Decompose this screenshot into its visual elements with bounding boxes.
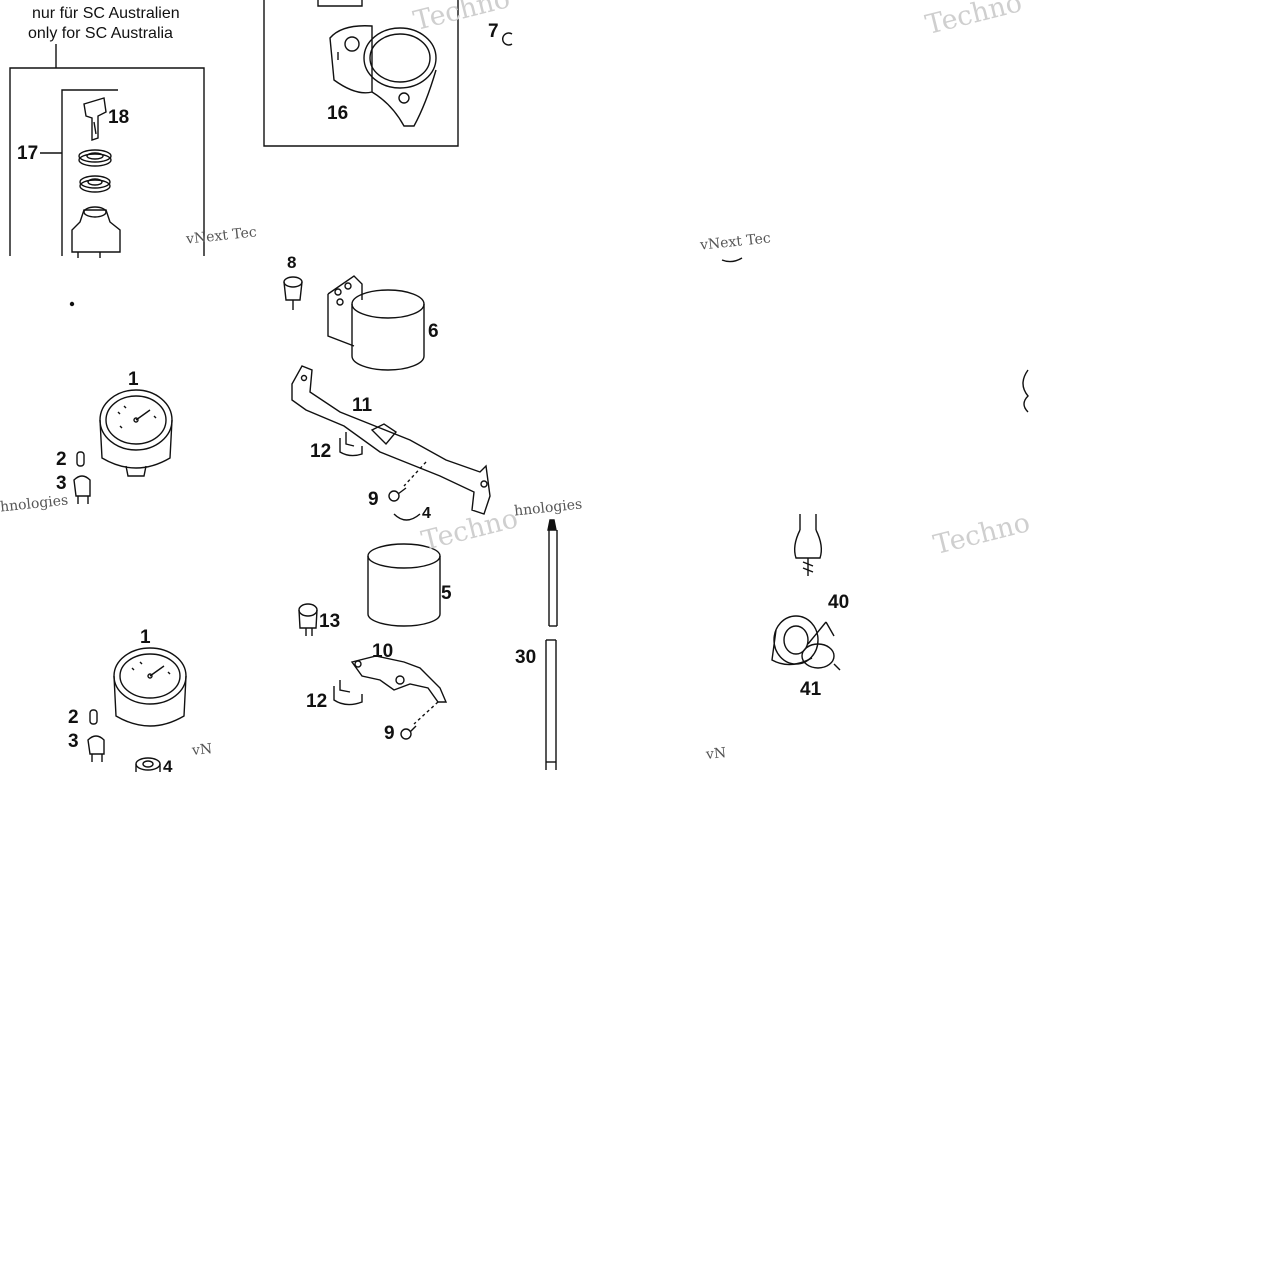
clip-12-lower-drawing <box>333 680 363 706</box>
edge-fragment-2-drawing <box>721 257 743 263</box>
edge-fragment-drawing <box>1022 369 1029 413</box>
label-part-7: 7 <box>488 21 499 42</box>
label-part-1-upper: 1 <box>128 369 139 390</box>
ignition-lock-body-drawing <box>71 206 121 258</box>
label-part-9-lower: 9 <box>384 723 395 744</box>
instrument-housing-16-drawing <box>329 25 437 127</box>
label-part-2-lower: 2 <box>68 707 79 728</box>
gauge-1-upper-drawing <box>99 389 173 477</box>
speedometer-cable-30-drawing <box>545 519 558 770</box>
bulb-parts-2-3-lower-drawing <box>87 709 105 762</box>
bulb-8-drawing <box>283 276 303 310</box>
sender-40-41-drawing <box>771 615 841 671</box>
instrument-holder-6-drawing <box>327 275 425 371</box>
label-part-10: 10 <box>372 641 394 662</box>
bracket-10-drawing <box>350 655 448 725</box>
label-part-2-upper: 2 <box>56 449 67 470</box>
label-part-16: 16 <box>327 103 349 124</box>
holder-ring-5-drawing <box>367 543 441 627</box>
label-part-40: 40 <box>828 592 850 613</box>
label-part-12-lower: 12 <box>306 691 328 712</box>
label-part-1-lower: 1 <box>140 627 151 648</box>
cap-7-drawing <box>502 32 513 46</box>
holder-16-box <box>263 0 459 147</box>
screw-9-upper-drawing <box>388 487 407 502</box>
label-part-13: 13 <box>319 611 341 632</box>
label-part-6: 6 <box>428 321 439 342</box>
bulb-parts-2-3-upper-drawing <box>73 451 91 504</box>
clip-12-upper-drawing <box>339 432 363 457</box>
watermark-vn-1: vN <box>191 740 213 760</box>
label-part-5: 5 <box>441 583 452 604</box>
label-part-11: 11 <box>352 395 373 416</box>
label-part-3-upper: 3 <box>56 473 67 494</box>
label-part-4-upper: 4 <box>422 505 431 522</box>
ignition-key-drawing <box>83 97 107 141</box>
australia-option-box <box>9 44 205 256</box>
bulb-13-drawing <box>298 603 318 636</box>
gauge-1-lower-drawing <box>113 647 187 727</box>
note-english: only for SC Australia <box>28 25 173 42</box>
label-part-9-upper: 9 <box>368 489 379 510</box>
label-part-12-upper: 12 <box>310 441 332 462</box>
nut-4-upper-drawing <box>393 513 421 521</box>
label-part-30: 30 <box>515 647 537 668</box>
label-part-18: 18 <box>108 107 130 128</box>
dot-mark <box>69 301 75 307</box>
label-part-8: 8 <box>287 253 297 272</box>
ignition-lock-rings-drawing <box>78 149 112 193</box>
note-german: nur für SC Australien <box>32 5 180 22</box>
bracket-11-drawing <box>291 365 491 515</box>
nut-4-lower-drawing <box>135 757 161 772</box>
label-part-4-lower: 4 <box>163 757 173 776</box>
label-part-17: 17 <box>17 143 39 164</box>
sensor-drawing <box>793 514 823 576</box>
watermark-vn-2: vN <box>705 744 727 764</box>
label-part-41: 41 <box>800 679 822 700</box>
screw-9-lower-drawing <box>400 725 417 740</box>
label-part-3-lower: 3 <box>68 731 79 752</box>
